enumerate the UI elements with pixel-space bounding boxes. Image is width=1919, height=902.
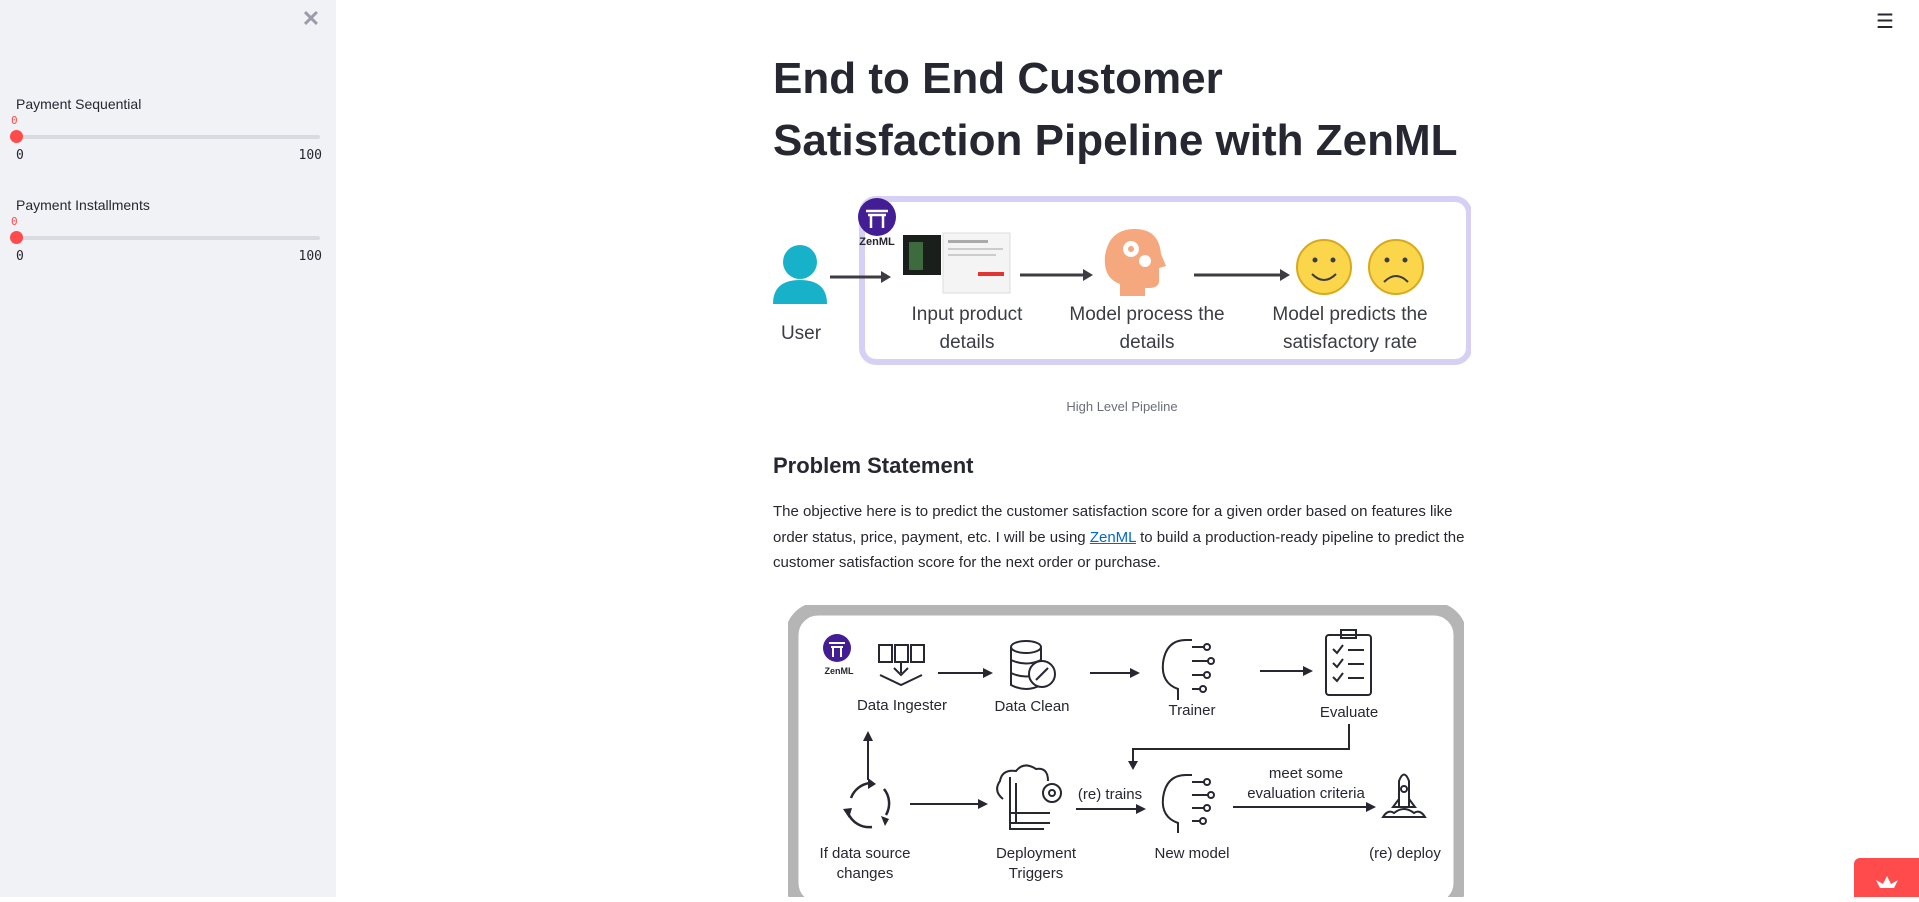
trainer-head-icon [1161,639,1215,700]
slider-thumb[interactable] [10,130,23,143]
zenml-torii-icon [866,209,888,228]
evaluate-label: Evaluate [1320,704,1378,721]
evaluate-checklist-icon [1325,629,1372,696]
arrow-icon [881,271,891,283]
step3-label-line2: satisfactory rate [1283,332,1417,353]
step2-label-line1: Model process the [1069,304,1224,325]
head-gears-icon [1104,229,1166,296]
criteria-label-line2: evaluation criteria [1247,785,1365,802]
zenml-logo-text: ZenML [859,236,895,248]
if-data-source-label-line2: changes [837,865,894,882]
slider-thumb[interactable] [10,231,23,244]
rocket-launch-icon [1381,773,1427,818]
data-clean-label: Data Clean [994,698,1069,715]
slider-label: Payment Installments [16,197,150,213]
zenml-logo-text: ZenML [825,666,854,676]
arrow-icon [983,668,993,678]
payment-sequential-slider-group: Payment Sequential 0 0 100 [10,96,322,163]
high-level-pipeline-image: ZenML User Input product details Model p… [773,196,1471,365]
step2-label-line2: details [1120,332,1175,353]
database-clean-icon [1010,640,1056,690]
data-ingester-icon [878,644,925,687]
slider-max-label: 100 [298,249,322,264]
payment-installments-slider[interactable] [10,231,320,244]
slider-min-label: 0 [16,249,24,264]
problem-statement-paragraph: The objective here is to predict the cus… [773,499,1471,576]
arrow-icon [1130,668,1140,678]
criteria-label-line1: meet some [1269,765,1343,782]
retrains-label: (re) trains [1078,786,1142,803]
zenml-logo-icon [858,198,896,236]
user-body-icon [773,280,827,304]
pipeline-frame [859,196,1471,365]
slider-max-label: 100 [298,148,322,163]
deployment-triggers-label-line2: Triggers [1009,865,1063,882]
page-title: End to End Customer Satisfaction Pipelin… [773,54,1458,165]
arrow-icon [1303,666,1313,676]
sidebar: ✕ Payment Sequential 0 0 100 Payment Ins… [0,0,336,897]
detailed-pipeline-image: ZenML Data Ingester Data Clean [788,605,1464,897]
slider-current-value: 0 [11,114,18,127]
detailed-pipeline-frame [788,605,1464,897]
data-ingester-label: Data Ingester [857,697,947,714]
sad-face-icon [1368,239,1424,295]
arrow-icon [1280,269,1290,281]
arrow-icon [1083,269,1093,281]
redeploy-label: (re) deploy [1369,845,1441,862]
close-icon[interactable]: ✕ [301,6,321,31]
payment-sequential-slider[interactable] [10,130,320,143]
problem-statement-heading: Problem Statement [773,453,974,478]
payment-installments-slider-group: Payment Installments 0 0 100 [10,197,322,264]
streamlit-badge[interactable] [1854,858,1919,897]
user-icon [783,245,817,279]
arrow-icon [978,799,988,809]
arrow-icon [1136,804,1146,814]
step1-label-line1: Input product [912,304,1024,325]
slider-min-label: 0 [16,148,24,163]
hamburger-menu-icon[interactable]: ☰ [1876,11,1894,33]
arrow-icon [1366,802,1376,812]
user-label: User [781,323,822,344]
happy-face-icon [1296,239,1352,295]
slider-current-value: 0 [11,215,18,228]
deployment-triggers-label-line1: Deployment [996,845,1077,862]
deployment-cloud-gear-icon [996,764,1062,830]
arrow-icon [863,731,873,741]
figure-caption: High Level Pipeline [1066,399,1178,414]
slider-label: Payment Sequential [16,96,142,112]
zenml-link[interactable]: ZenML [1089,528,1136,546]
new-model-label: New model [1154,845,1229,862]
trainer-label: Trainer [1169,702,1216,719]
new-model-head-icon [1161,774,1215,833]
paragraph-text: to build a production-ready pipeline to … [773,528,1465,572]
paragraph-text: The objective here is to predict the cus… [773,503,1453,546]
step3-label-line1: Model predicts the [1272,304,1427,325]
arrow-icon [1128,761,1138,770]
crown-icon [1876,876,1898,888]
if-data-source-label-line1: If data source [820,845,911,862]
step1-label-line2: details [940,332,995,353]
